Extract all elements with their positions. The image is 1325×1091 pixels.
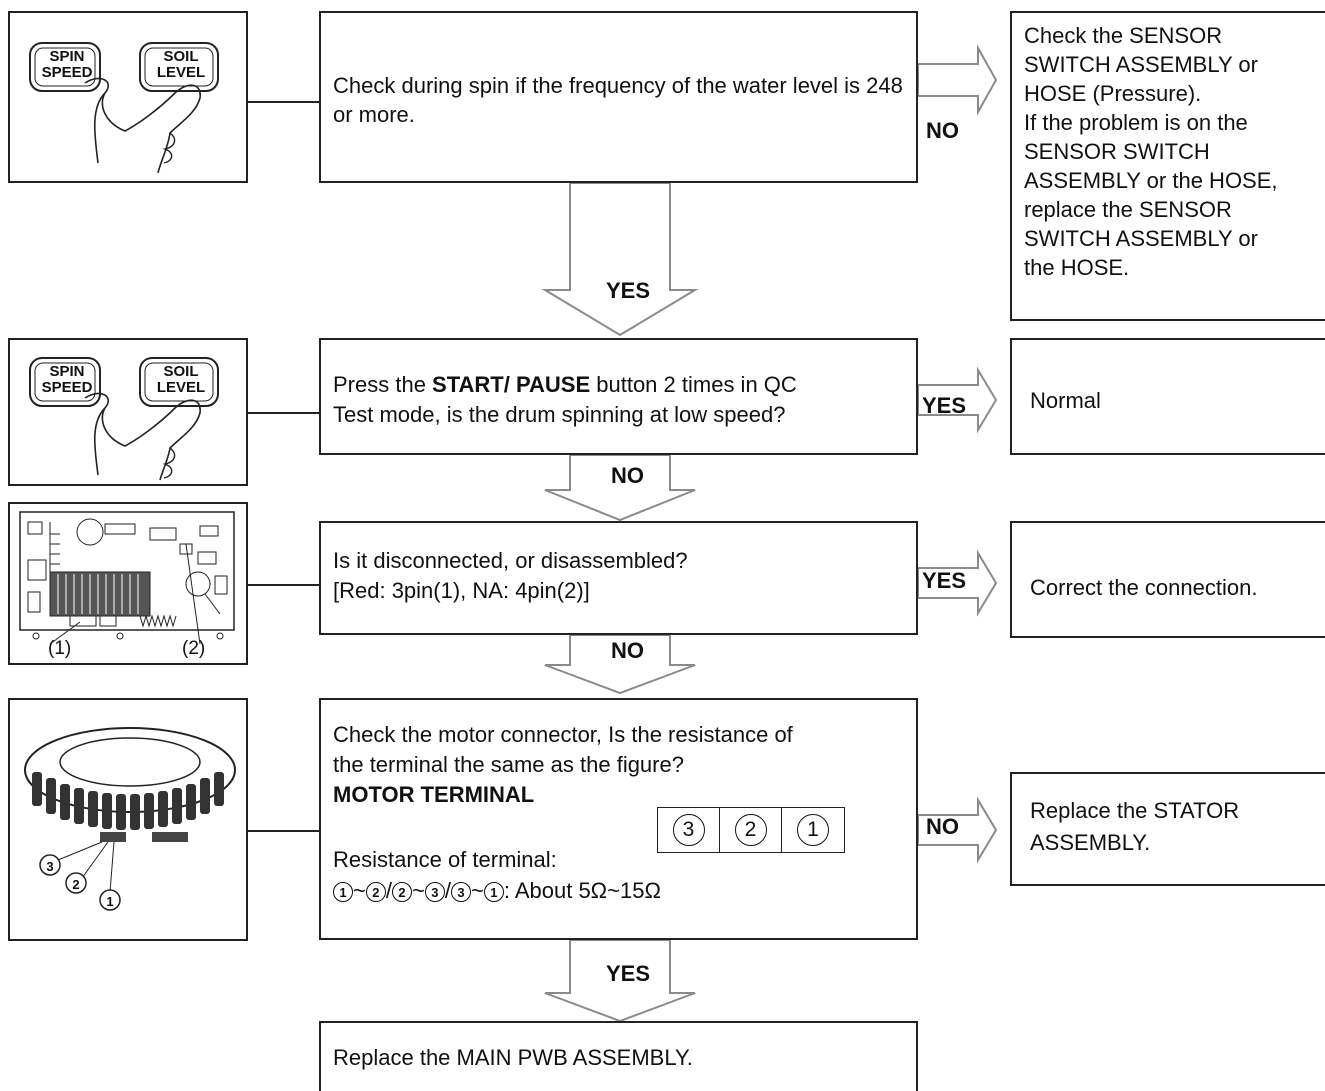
step2-question-line1: Press the START/ PAUSE button 2 times in… [333, 370, 797, 399]
connector-2-label: (2) [182, 638, 206, 659]
motor-terminal-table: 3 2 1 [657, 807, 845, 853]
step1-result-line: ASSEMBLY or the HOSE, [1024, 168, 1278, 193]
step5-final-box: Replace the MAIN PWB ASSEMBLY. [319, 1021, 918, 1091]
step1-image-box: SPIN SPEED SOIL LEVEL [8, 11, 248, 183]
range-sep: ~ [353, 878, 366, 903]
range-sep: ~ [470, 878, 484, 903]
stator-motor-illustration [24, 727, 236, 911]
step4-no-label: NO [926, 814, 959, 839]
range-sep: ~ [411, 878, 425, 903]
arrow-step1-yes [541, 182, 699, 337]
spin-soil-buttons-illustration [29, 357, 219, 481]
spin-speed-button-label-2: SPIN SPEED [41, 363, 93, 396]
step1-result-line: SWITCH ASSEMBLY or [1024, 226, 1258, 251]
connector-1 [248, 101, 319, 103]
arrow-step2-no [544, 454, 696, 522]
soil-level-button-label-1: SOIL LEVEL [156, 48, 206, 81]
step3-image-box: (1) (2) [8, 502, 248, 665]
step1-yes-label: YES [606, 278, 651, 303]
range-terminal: 1 [483, 882, 504, 903]
normal-result-text: Normal [1030, 388, 1101, 413]
step1-result-line: HOSE (Pressure). [1024, 81, 1202, 106]
terminal-3-circle: 3 [672, 814, 705, 846]
correct-connection-text: Correct the connection. [1030, 575, 1258, 600]
arrow-step3-yes [917, 549, 998, 617]
motor-terminal-heading: MOTOR TERMINAL [333, 782, 535, 807]
step1-result-line: replace the SENSOR [1024, 197, 1232, 222]
stator-terminal-3-label: 3 [46, 859, 54, 874]
step2-yes-label: YES [922, 393, 967, 418]
connector-3 [248, 584, 319, 586]
step2-image-box: SPIN SPEED SOIL LEVEL [8, 338, 248, 486]
start-pause-button-name: START/ PAUSE [432, 372, 591, 397]
step2-no-label: NO [611, 463, 644, 488]
stator-terminal-1-label: 1 [106, 894, 114, 909]
step3-no-label: NO [611, 638, 644, 663]
step1-result-line: If the problem is on the [1024, 110, 1248, 135]
step4-question-line1: Check the motor connector, Is the resist… [333, 722, 793, 747]
step3-yes-label: YES [922, 568, 967, 593]
step1-no-label: NO [926, 118, 959, 143]
connector-4 [248, 830, 319, 832]
arrow-step3-no [544, 634, 696, 695]
step3-question-box: Is it disconnected, or disassembled? [Re… [319, 521, 918, 635]
step4-image-box: 3 2 1 [8, 698, 248, 941]
connector-1-label: (1) [48, 638, 72, 659]
resistance-label: Resistance of terminal: [333, 847, 557, 872]
terminal-cell-1: 1 [782, 808, 844, 852]
soil-level-button-label-2: SOIL LEVEL [156, 363, 206, 396]
step1-result-line: Check the SENSOR [1024, 23, 1223, 48]
step1-question-text: Check during spin if the frequency of th… [333, 73, 903, 127]
step1-no-result-lines: Check the SENSOR SWITCH ASSEMBLY or HOSE… [1024, 21, 1278, 282]
replace-main-pwb-text: Replace the MAIN PWB ASSEMBLY. [333, 1045, 693, 1070]
main-pwb-board-illustration [19, 511, 235, 645]
range-terminal: 3 [424, 882, 445, 903]
step2-question-box: Press the START/ PAUSE button 2 times in… [319, 338, 918, 455]
step4-question-box: Check the motor connector, Is the resist… [319, 698, 918, 940]
step2-text-after: button 2 times in QC [590, 372, 797, 397]
connector-2 [248, 412, 319, 414]
step2-question-line2: Test mode, is the drum spinning at low s… [333, 402, 786, 427]
range-sep: / [444, 878, 451, 903]
spin-soil-buttons-illustration [29, 42, 219, 174]
resistance-range: 1~2/2~3/3~1: About 5Ω~15Ω [333, 876, 661, 905]
arrow-step4-yes [544, 939, 696, 1023]
step1-result-line: SWITCH ASSEMBLY or [1024, 52, 1258, 77]
step3-yes-result-box: Correct the connection. [1010, 521, 1325, 638]
step4-question-line2: the terminal the same as the figure? [333, 752, 684, 777]
range-sep: / [385, 878, 392, 903]
spin-speed-button-label-1: SPIN SPEED [41, 48, 93, 81]
step4-yes-label: YES [606, 961, 651, 986]
range-terminal: 2 [391, 882, 412, 903]
step3-question-line2: [Red: 3pin(1), NA: 4pin(2)] [333, 578, 590, 603]
stator-result-line1: Replace the STATOR [1030, 798, 1240, 823]
arrow-step4-no [917, 796, 998, 864]
terminal-cell-3: 3 [658, 808, 720, 852]
terminal-cell-2: 2 [720, 808, 782, 852]
step1-question-box: Check during spin if the frequency of th… [319, 11, 918, 183]
step1-result-line: the HOSE. [1024, 255, 1130, 280]
stator-terminal-2-label: 2 [72, 877, 80, 892]
range-suffix: : About 5Ω~15Ω [503, 878, 661, 903]
step3-question-line1: Is it disconnected, or disassembled? [333, 548, 688, 573]
step1-no-result-box: Check the SENSOR SWITCH ASSEMBLY or HOSE… [1010, 11, 1325, 321]
step1-result-line: SENSOR SWITCH [1024, 139, 1210, 164]
terminal-2-circle: 2 [734, 814, 767, 846]
step2-text-before: Press the [333, 372, 433, 397]
stator-result-line2: ASSEMBLY. [1030, 830, 1151, 855]
range-terminal: 3 [450, 882, 471, 903]
step4-no-result-box: Replace the STATOR ASSEMBLY. [1010, 772, 1325, 886]
step2-yes-result-box: Normal [1010, 338, 1325, 455]
range-terminal: 1 [333, 882, 353, 903]
range-terminal: 2 [365, 882, 386, 903]
arrow-step1-no [917, 44, 998, 116]
arrow-step2-yes [917, 366, 998, 434]
terminal-1-circle: 1 [797, 814, 829, 846]
